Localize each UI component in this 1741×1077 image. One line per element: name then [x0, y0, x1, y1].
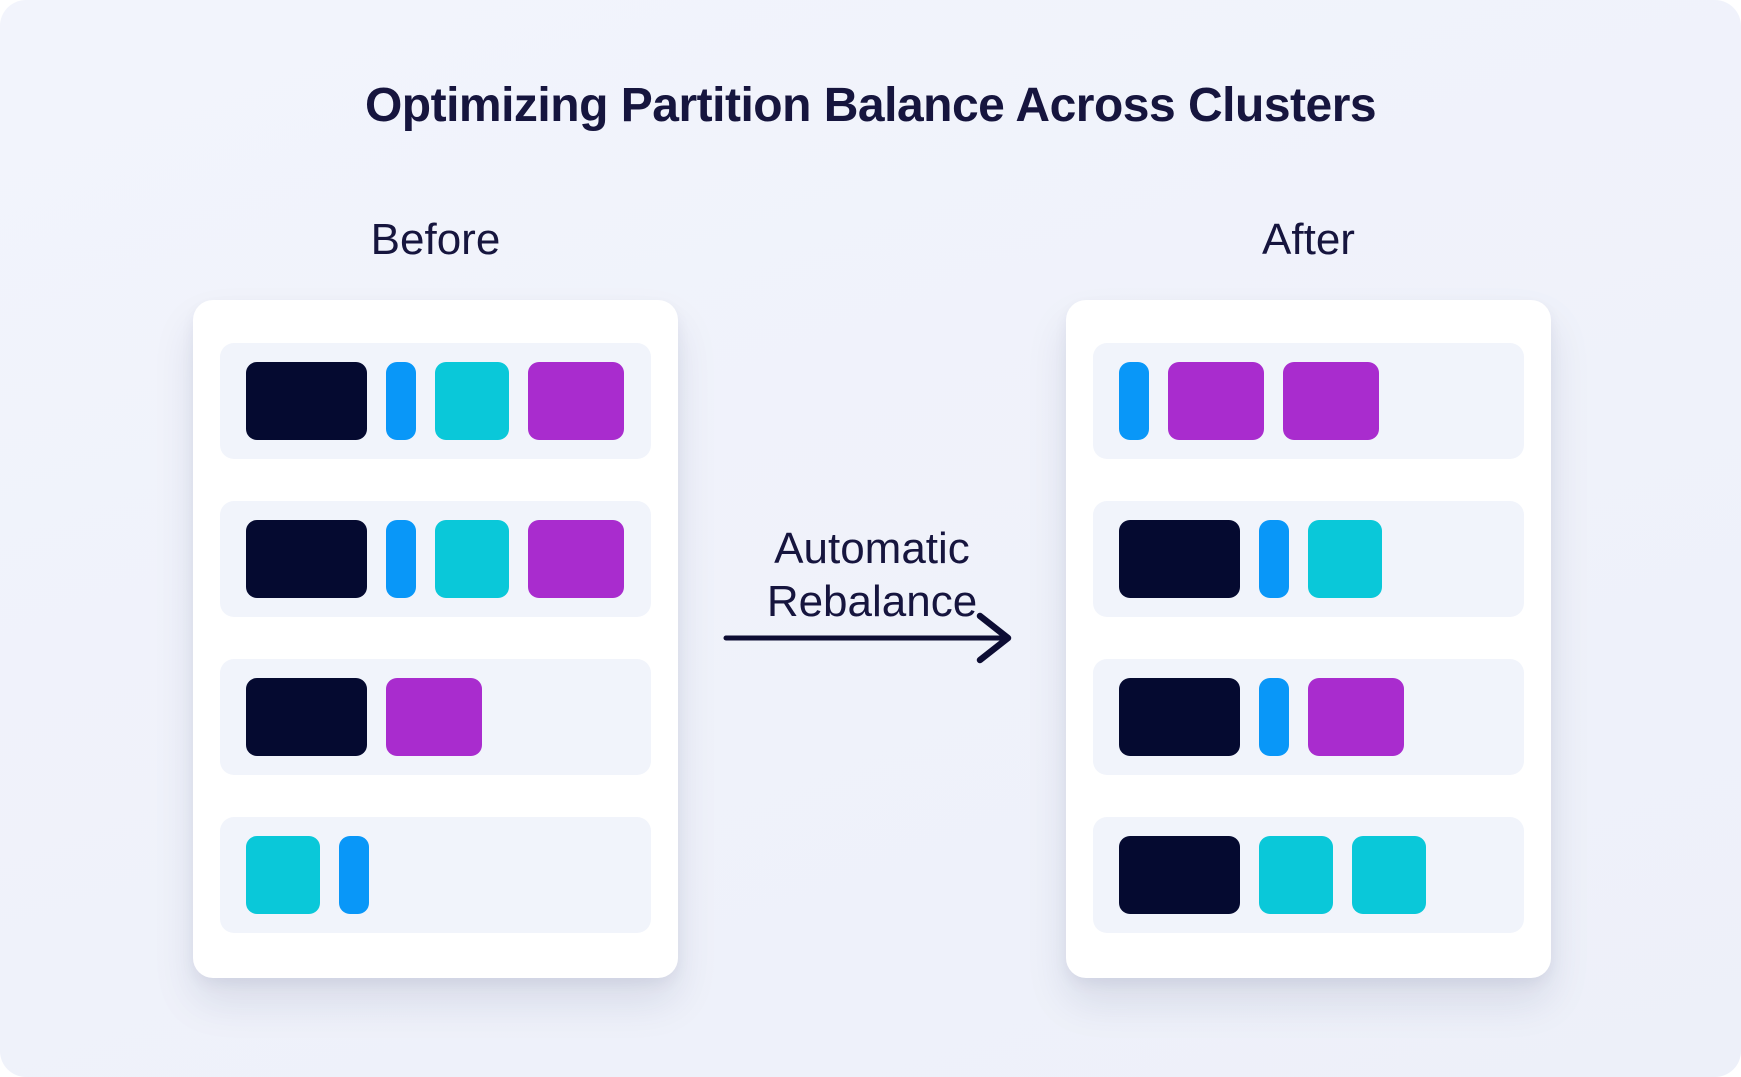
rebalance-label: Automatic Rebalance	[678, 522, 1066, 628]
partition-block-cyan	[435, 520, 509, 598]
partition-block-purple	[1168, 362, 1264, 440]
broker-row	[1093, 343, 1524, 459]
rebalance-label-line2: Rebalance	[766, 577, 978, 626]
partition-block-navy	[246, 678, 367, 756]
partition-block-purple	[1283, 362, 1379, 440]
partition-block-navy	[1119, 520, 1240, 598]
broker-row	[1093, 659, 1524, 775]
partition-block-cyan	[1308, 520, 1382, 598]
partition-block-navy	[246, 520, 367, 598]
partition-block-blue	[386, 362, 416, 440]
partition-block-cyan	[1352, 836, 1426, 914]
partition-block-blue	[1259, 520, 1289, 598]
before-panel	[193, 300, 678, 978]
broker-row	[1093, 501, 1524, 617]
partition-block-purple	[528, 362, 624, 440]
broker-row	[1093, 817, 1524, 933]
rebalance-label-line1: Automatic	[774, 524, 970, 573]
partition-block-navy	[1119, 836, 1240, 914]
broker-row	[220, 501, 651, 617]
partition-block-purple	[386, 678, 482, 756]
broker-row	[220, 817, 651, 933]
after-label: After	[1262, 215, 1355, 264]
partition-block-navy	[246, 362, 367, 440]
partition-block-purple	[528, 520, 624, 598]
after-panel	[1066, 300, 1551, 978]
partition-block-cyan	[1259, 836, 1333, 914]
partition-block-blue	[386, 520, 416, 598]
after-cluster: After	[1066, 214, 1551, 978]
partition-block-navy	[1119, 678, 1240, 756]
partition-block-blue	[1119, 362, 1149, 440]
partition-block-cyan	[435, 362, 509, 440]
partition-block-blue	[339, 836, 369, 914]
diagram-title: Optimizing Partition Balance Across Clus…	[364, 79, 1377, 132]
broker-row	[220, 659, 651, 775]
before-label: Before	[370, 215, 501, 264]
broker-row	[220, 343, 651, 459]
partition-block-purple	[1308, 678, 1404, 756]
rebalance-transition: Automatic Rebalance	[678, 522, 1066, 682]
before-cluster: Before	[193, 214, 678, 978]
arrow-right-icon	[723, 612, 1012, 664]
partition-block-cyan	[246, 836, 320, 914]
partition-block-blue	[1259, 678, 1289, 756]
